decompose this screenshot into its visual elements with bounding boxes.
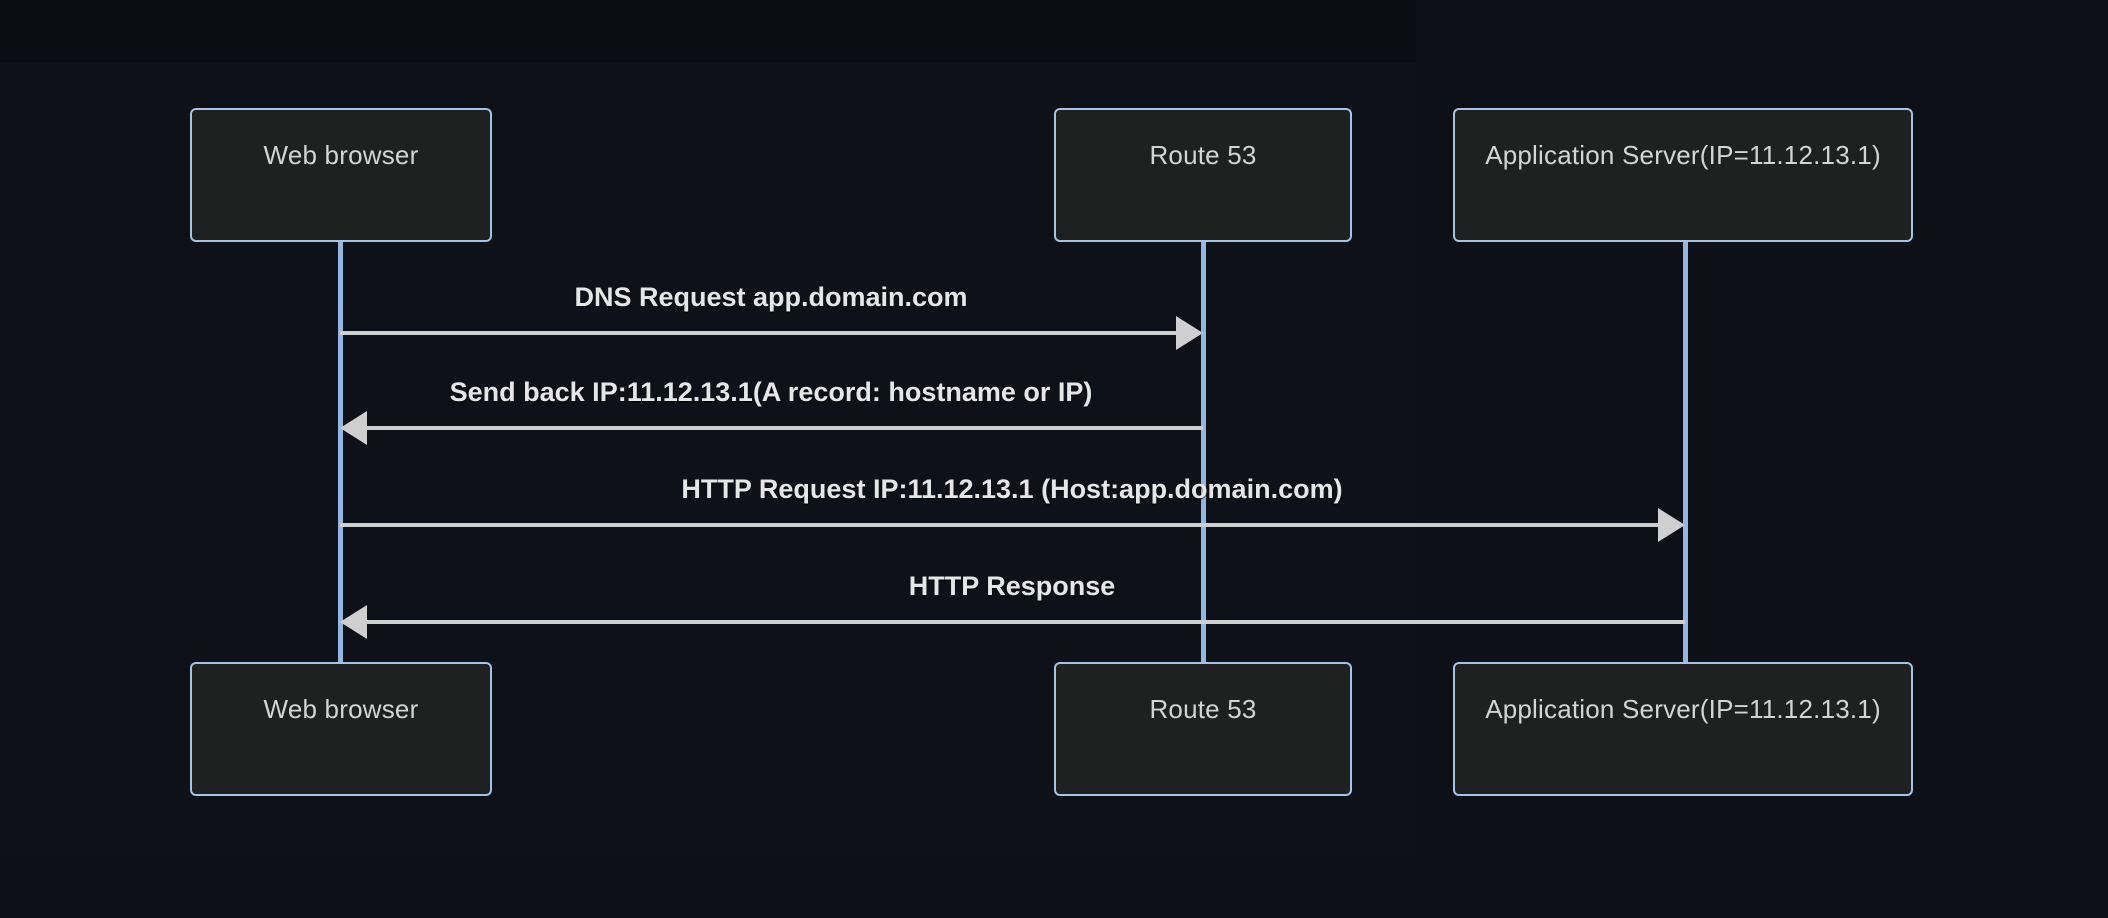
message-arrowhead-http-response [340, 605, 367, 639]
participant-box-web-browser-bottom[interactable]: Web browser [190, 662, 492, 796]
message-arrowhead-dns-request [1176, 316, 1203, 350]
message-label-dns-request: DNS Request app.domain.com [574, 282, 968, 312]
lifeline-application-server [1683, 240, 1688, 670]
participant-label-web-browser-bottom: Web browser [263, 694, 419, 724]
lifeline-route-53 [1201, 240, 1206, 670]
participant-box-route-53-bottom[interactable]: Route 53 [1054, 662, 1352, 796]
participant-label-web-browser-top: Web browser [263, 140, 419, 170]
message-line-http-request [340, 523, 1658, 527]
participant-label-application-server-top: Application Server(IP=11.12.13.1) [1485, 140, 1881, 170]
participant-box-route-53-top[interactable]: Route 53 [1054, 108, 1352, 242]
participant-box-application-server-top[interactable]: Application Server(IP=11.12.13.1) [1453, 108, 1913, 242]
message-label-http-response: HTTP Response [908, 571, 1116, 601]
participant-box-web-browser-top[interactable]: Web browser [190, 108, 492, 242]
message-line-send-back-ip [367, 426, 1203, 430]
message-label-http-request: HTTP Request IP:11.12.13.1 (Host:app.dom… [681, 474, 1343, 504]
message-arrowhead-http-request [1658, 508, 1685, 542]
participant-label-application-server-bottom: Application Server(IP=11.12.13.1) [1485, 694, 1881, 724]
participant-label-route-53-bottom: Route 53 [1149, 694, 1257, 724]
participant-box-application-server-bottom[interactable]: Application Server(IP=11.12.13.1) [1453, 662, 1913, 796]
message-line-http-response [367, 620, 1685, 624]
message-label-send-back-ip: Send back IP:11.12.13.1(A record: hostna… [449, 377, 1093, 407]
message-arrowhead-send-back-ip [340, 411, 367, 445]
diagram-panel-background-bottom [0, 856, 2108, 918]
message-line-dns-request [340, 331, 1176, 335]
participant-label-route-53-top: Route 53 [1149, 140, 1257, 170]
lifeline-web-browser [338, 240, 343, 670]
